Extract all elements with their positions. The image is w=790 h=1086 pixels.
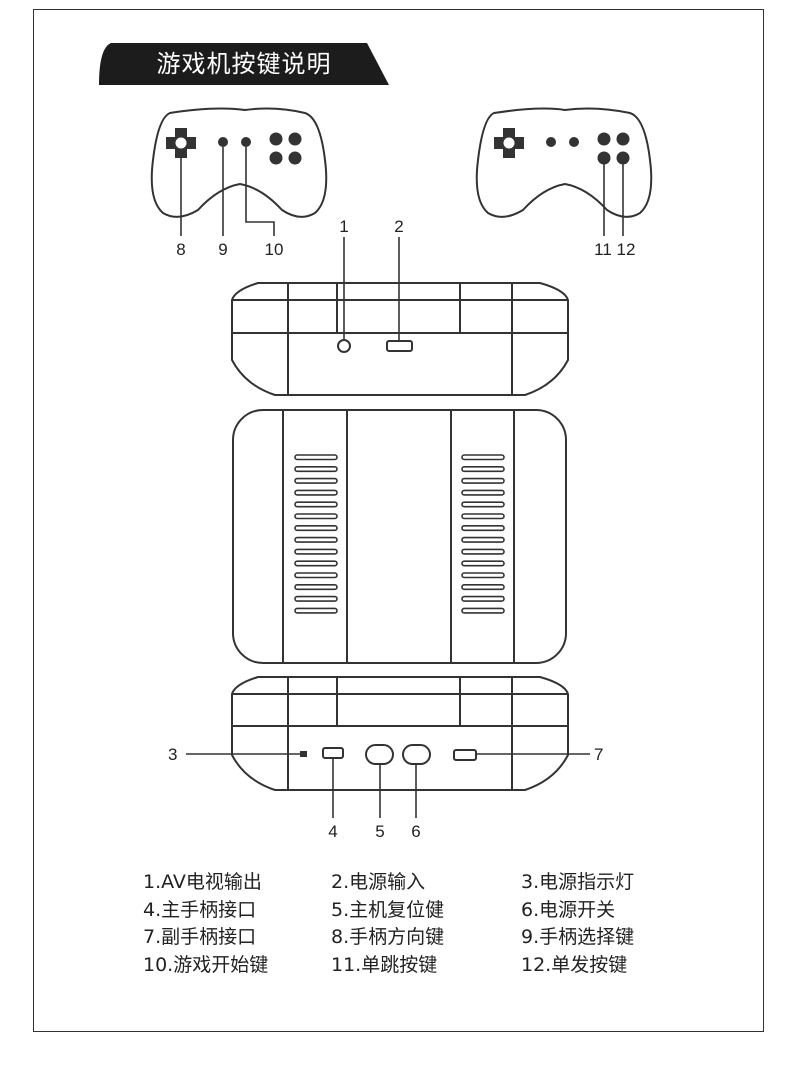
vent-slot xyxy=(294,524,338,532)
console-back-view xyxy=(231,282,569,396)
vent-slot xyxy=(461,548,505,555)
vent-slot xyxy=(461,454,505,461)
legend-item: 6.电源开关 xyxy=(521,898,616,921)
callout-8: 8 xyxy=(176,240,185,259)
left-start-button xyxy=(241,137,251,147)
vent-slot xyxy=(461,489,505,496)
callout-1: 1 xyxy=(339,217,348,236)
turbo-jump-button xyxy=(597,151,611,165)
legend-item: 10.游戏开始键 xyxy=(143,953,269,976)
main-controller-port xyxy=(322,747,344,759)
vent-slot xyxy=(294,477,338,484)
vent-slot xyxy=(461,501,505,508)
vent-slot xyxy=(294,513,338,520)
vent-slot xyxy=(294,454,338,461)
vent-slot xyxy=(461,477,505,484)
callout-5: 5 xyxy=(375,822,384,841)
vent-slot xyxy=(461,513,505,520)
vent-slot xyxy=(294,501,338,508)
legend-item: 8.手柄方向键 xyxy=(331,926,445,948)
right-controller-body xyxy=(475,107,653,218)
callout-4: 4 xyxy=(328,822,337,841)
vent-slot xyxy=(461,536,505,543)
vent-slot xyxy=(294,572,338,579)
vent-slot xyxy=(294,595,338,602)
power-input-port xyxy=(386,340,413,352)
legend-item: 9.手柄选择键 xyxy=(521,926,635,948)
vent-slot xyxy=(294,583,338,591)
vent-slot xyxy=(294,548,338,555)
legend-item: 5.主机复位健 xyxy=(331,898,445,921)
vent-slot xyxy=(294,465,338,473)
console-top-view xyxy=(232,409,567,664)
second-controller-port xyxy=(453,749,477,761)
legend-item: 7.副手柄接口 xyxy=(143,926,257,948)
callout-2: 2 xyxy=(394,217,403,236)
left-select-button xyxy=(218,137,228,147)
turbo-fire-button xyxy=(616,151,630,165)
vent-slot xyxy=(294,607,338,614)
vent-slot xyxy=(461,465,505,473)
vent-slots xyxy=(294,454,505,614)
legend-item: 3.电源指示灯 xyxy=(521,871,635,893)
page-frame xyxy=(33,9,764,1032)
vent-slot xyxy=(461,524,505,532)
legend: 1.AV电视输出 2.电源输入 3.电源指示灯 4.主手柄接口 5.主机复位健 … xyxy=(143,869,703,978)
callout-10: 10 xyxy=(265,240,284,259)
vent-slot xyxy=(461,572,505,579)
vent-slot xyxy=(461,583,505,591)
vent-slot xyxy=(294,560,338,567)
legend-item: 12.单发按键 xyxy=(521,953,628,976)
reset-button xyxy=(365,744,394,765)
title-banner: 游戏机按键说明 xyxy=(99,43,389,85)
av-output-port xyxy=(337,339,351,353)
legend-item: 11.单跳按键 xyxy=(331,953,438,976)
callout-3: 3 xyxy=(168,745,177,764)
vent-slot xyxy=(461,607,505,614)
page-title: 游戏机按键说明 xyxy=(156,50,332,78)
legend-item: 1.AV电视输出 xyxy=(143,871,262,893)
title-banner-shape xyxy=(99,43,389,85)
power-switch xyxy=(402,744,431,765)
vent-slot xyxy=(461,595,505,602)
callout-12: 12 xyxy=(617,240,636,259)
callout-11: 11 xyxy=(594,240,612,259)
vent-slot xyxy=(294,489,338,496)
power-indicator-led xyxy=(300,751,307,757)
legend-item: 4.主手柄接口 xyxy=(143,898,257,921)
callout-6: 6 xyxy=(411,822,420,841)
callout-7: 7 xyxy=(594,745,603,764)
callout-9: 9 xyxy=(218,240,227,259)
legend-item: 2.电源输入 xyxy=(331,871,426,893)
left-controller-body xyxy=(150,107,328,218)
vent-slot xyxy=(294,536,338,543)
console-front-view xyxy=(231,676,569,791)
vent-slot xyxy=(461,560,505,567)
